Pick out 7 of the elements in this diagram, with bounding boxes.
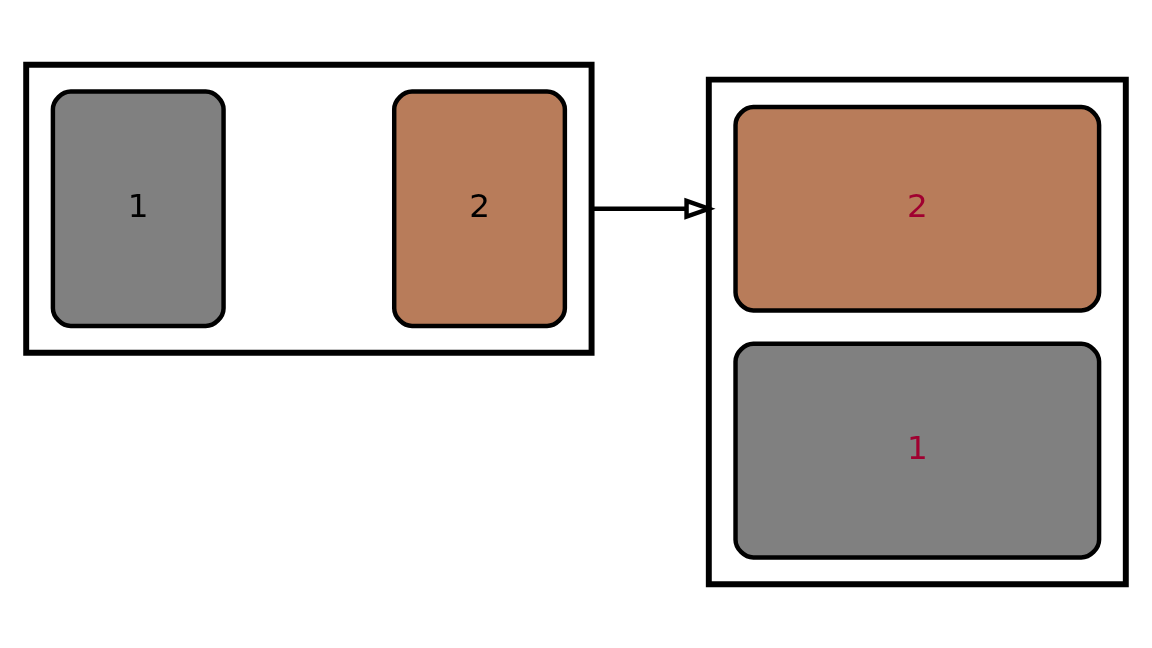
node-box: 1 [50,88,226,328]
node-box: 1 [733,341,1102,560]
cluster [23,61,595,356]
node-box: 2 [392,88,568,328]
cluster [705,76,1129,587]
node-box: 2 [733,104,1102,313]
arrow [591,197,716,220]
